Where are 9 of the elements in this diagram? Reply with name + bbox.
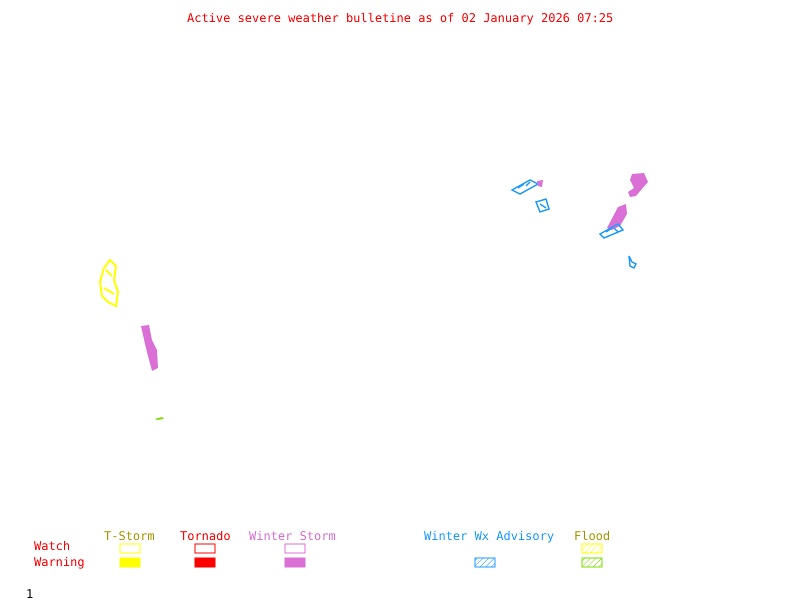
row-header: Watch <box>34 539 70 553</box>
column-header: Winter Wx Advisory <box>424 529 554 543</box>
row-header: Warning <box>34 555 85 569</box>
column-header: Flood <box>574 529 610 543</box>
page-number: 1 <box>26 587 34 600</box>
map-title: Active severe weather bulletine as of 02 January 2026 07:25 <box>187 11 614 25</box>
column-header: Winter Storm <box>249 529 336 543</box>
column-header: Tornado <box>180 529 231 543</box>
column-header: T-Storm <box>104 529 155 543</box>
